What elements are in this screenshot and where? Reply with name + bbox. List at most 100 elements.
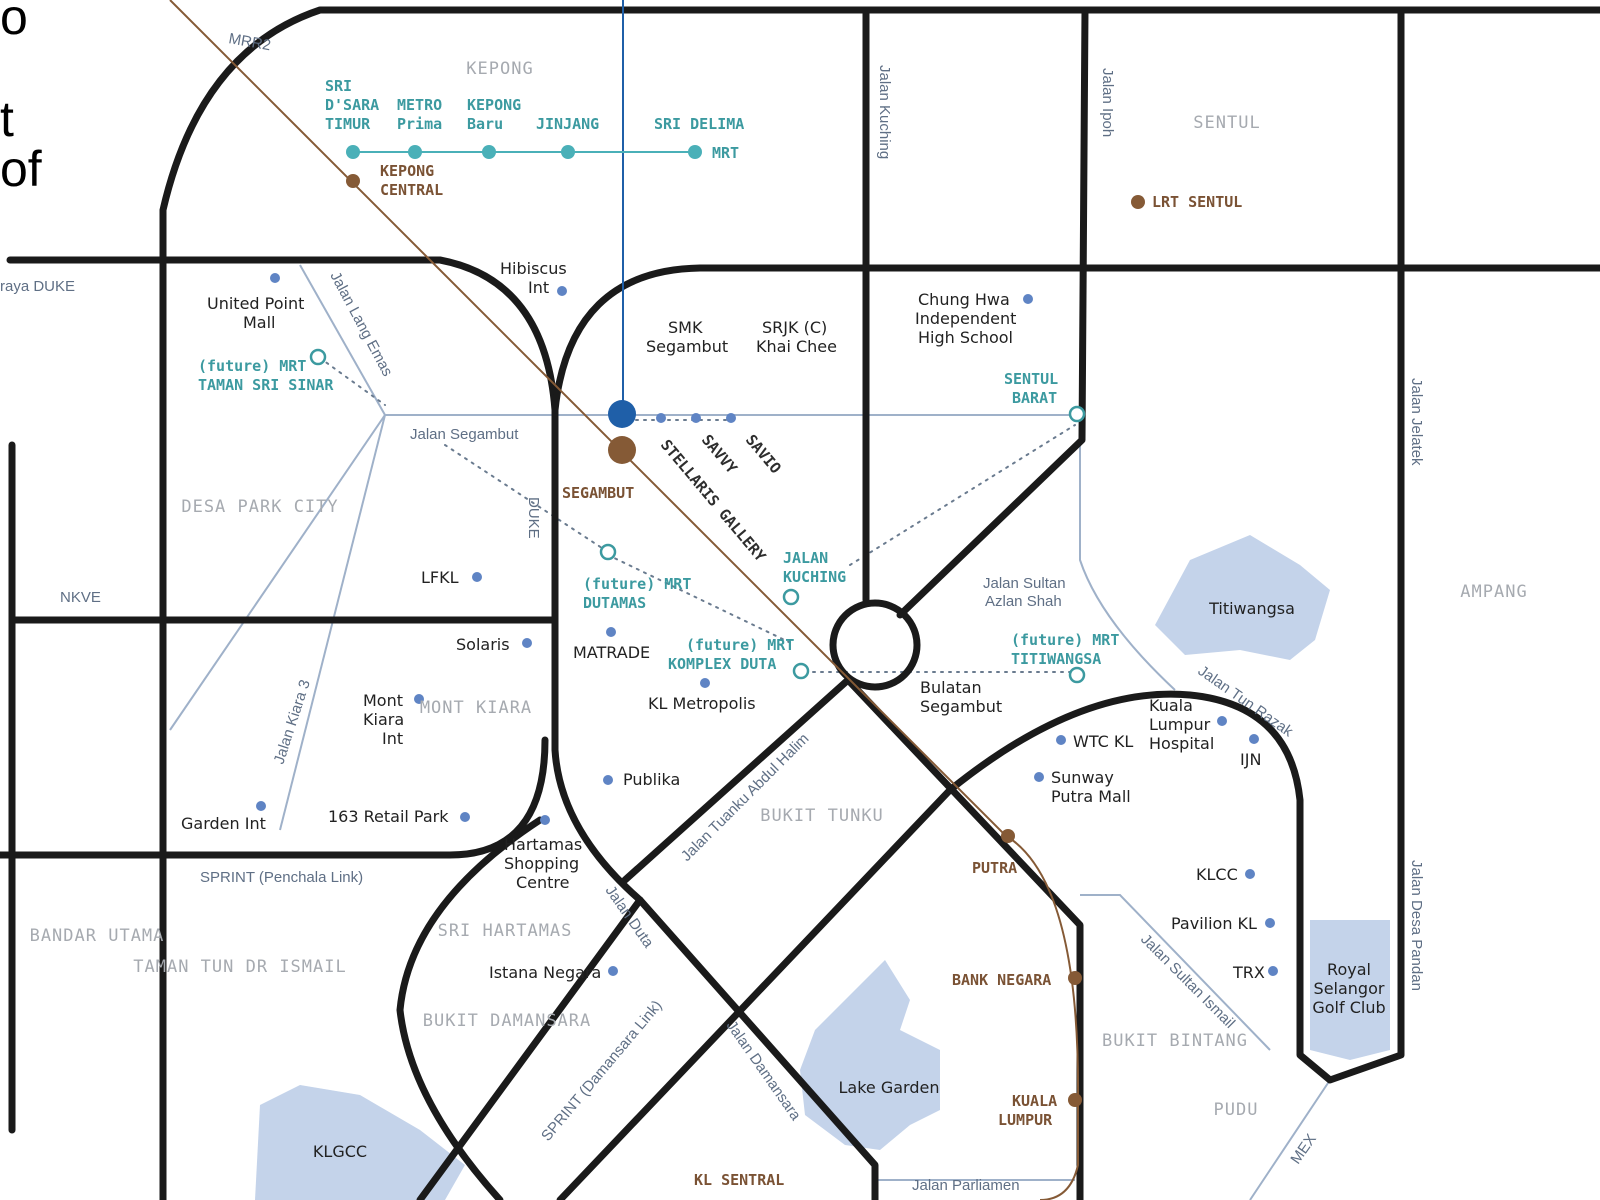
label-solaris: Solaris [456,635,510,654]
wtc-kl-marker [1056,735,1066,745]
savio-marker [691,413,701,423]
parks-layer [255,535,1390,1200]
district-bandar-utama: BANDAR UTAMA [30,926,165,946]
mrt-station-jinjang [561,145,575,159]
park-titiwangsa [1155,535,1330,660]
garden-int-marker [256,801,266,811]
mrt-stations [346,145,702,159]
mrt-station-metro-prima [408,145,422,159]
future-mrt-titiwangsa-marker [1068,666,1086,684]
stellaris-marker [726,413,736,423]
mrt-station-kepong-baru [482,145,496,159]
road-jalan-sultan-ismail: Jalan Sultan Ismail [1137,931,1238,1032]
lfkl-marker [472,572,482,582]
savvy-marker [656,413,666,423]
clipped-text-line-1: o [0,0,28,45]
park-royal-selangor-golf-club [1310,920,1390,1060]
label-klcc: KLCC [1196,865,1238,884]
district-ttdi: TAMAN TUN DR ISMAIL [133,957,346,977]
lrt-station-sentul [1131,195,1145,209]
future-mrt-taman-sri-sinar-marker [309,348,327,366]
label-lake-garden: Lake Garden [839,1078,940,1097]
road-jalan-segambut: Jalan Segambut [410,426,519,443]
mrt-label-jinjang: JINJANG [536,115,599,133]
label-163-retail-park: 163 Retail Park [328,807,449,826]
district-bukit-damansara: BUKIT DAMANSARA [423,1011,592,1031]
label-titiwangsa: Titiwangsa [1208,599,1295,618]
chung-hwa-marker [1023,294,1033,304]
mrt-station-sri-delima [688,145,702,159]
lrt-label-sentul: LRT SENTUL [1152,193,1242,211]
road-jalan-desa-pandan: Jalan Desa Pandan [1408,860,1425,991]
road-jalan-jelatek: Jalan Jelatek [1408,378,1425,466]
park-klgcc [255,1085,465,1200]
label-garden-int: Garden Int [181,814,266,833]
label-savvy: SAVVY [698,431,741,477]
lrt-label-putra: PUTRA [972,859,1017,877]
lrt-label-segambut: SEGAMBUT [562,484,634,502]
road-sprint-penchala: SPRINT (Penchala Link) [200,869,363,886]
label-trx: TRX [1232,963,1265,982]
district-kepong: KEPONG [466,59,533,79]
road-jalan-parliamen: Jalan Parliamen [912,1177,1020,1194]
road-duke-partial: raya DUKE [0,278,75,295]
lrt-station-putra [1001,829,1015,843]
label-istana-negara: Istana Negara [489,963,601,982]
pavilion-kl-marker [1265,918,1275,928]
mrt-label-sri-delima: SRI DELIMA [654,115,744,133]
road-jalan-lang-emas: Jalan Lang Emas [326,269,395,379]
lrt-station-kepong-central [346,174,360,188]
district-bukit-bintang: BUKIT BINTANG [1102,1031,1248,1051]
district-mont-kiara: MONT KIARA [420,698,532,718]
lrt-line [169,0,1080,1200]
sentul-barat-marker [1068,405,1086,423]
trx-marker [1268,966,1278,976]
future-mrt-komplex-duta-marker [792,662,810,680]
park-lake-garden [800,960,940,1150]
jalan-kuching-marker [782,588,800,606]
label-publika: Publika [623,770,680,789]
district-ampang: AMPANG [1460,582,1527,602]
label-kl-metropolis: KL Metropolis [648,694,756,713]
road-nkve: NKVE [60,589,101,606]
district-desa-park-city: DESA PARK CITY [181,497,338,517]
road-jalan-ipoh: Jalan Ipoh [1099,68,1116,137]
district-sri-hartamas: SRI HARTAMAS [438,921,573,941]
hartamas-marker [540,815,550,825]
road-jalan-kuching: Jalan Kuching [876,65,893,159]
district-sentul: SENTUL [1193,113,1260,133]
clipped-text-line-2: t of [0,91,42,197]
label-savio: SAVIO [742,431,785,477]
dotted-connectors-layer [319,357,1076,673]
label-lfkl: LFKL [421,568,459,587]
lrt-station-bank-negara [1068,971,1082,985]
mrt-line-label: MRT [712,144,739,162]
label-ijn: IJN [1240,750,1261,769]
future-mrt-dutamas-marker [599,543,617,561]
mrt-station-sri-dsara-timur [346,145,360,159]
mont-kiara-int-marker [414,694,424,704]
solaris-marker [522,638,532,648]
